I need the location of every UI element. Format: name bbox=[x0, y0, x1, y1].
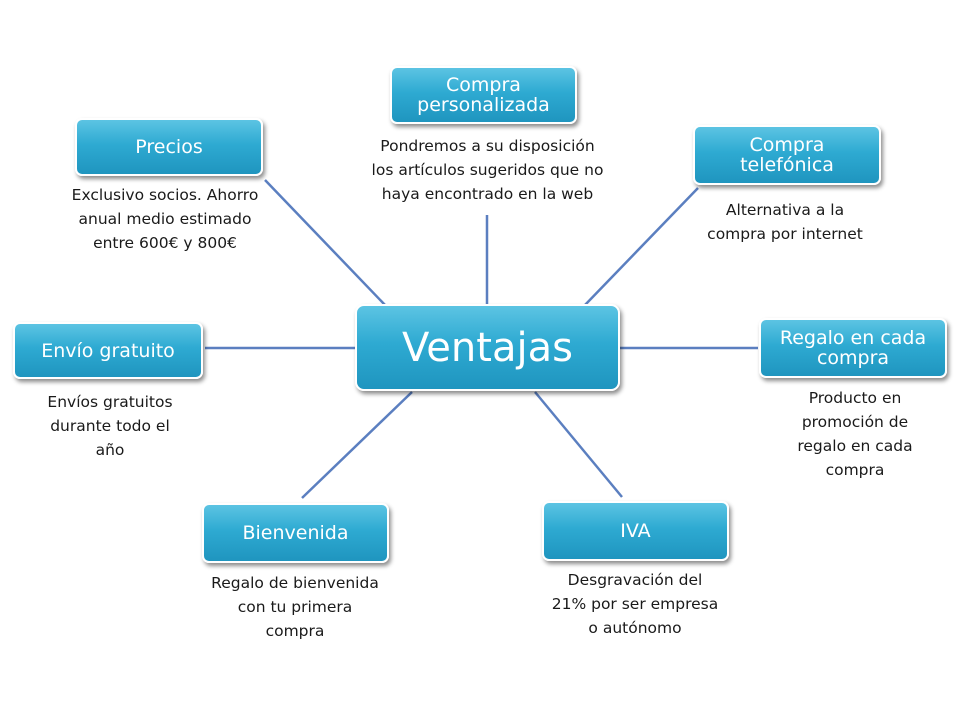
node-bienvenida: Bienvenida bbox=[202, 503, 389, 563]
connector-bienvenida bbox=[301, 391, 413, 499]
node-label: Envío gratuito bbox=[41, 339, 175, 362]
connector-iva bbox=[534, 391, 623, 498]
node-label: Precios bbox=[135, 136, 203, 158]
desc-compra-telefonica: Alternativa a la compra por internet bbox=[707, 201, 863, 243]
center-node-label: Ventajas bbox=[402, 324, 573, 371]
desc-envio-gratuito: Envíos gratuitos durante todo el año bbox=[47, 393, 173, 459]
node-label: IVA bbox=[620, 520, 651, 542]
connector-precios bbox=[264, 179, 386, 306]
desc-bienvenida: Regalo de bienvenida con tu primera comp… bbox=[211, 574, 379, 640]
node-label: Bienvenida bbox=[242, 522, 349, 544]
desc-compra-personalizada: Pondremos a su disposición los artículos… bbox=[371, 137, 604, 203]
connector-compra-telefonica bbox=[584, 187, 699, 306]
center-node-ventajas: Ventajas bbox=[355, 304, 620, 391]
node-precios: Precios bbox=[75, 118, 263, 176]
node-label: Regalo en cada compra bbox=[779, 327, 927, 369]
desc-iva: Desgravación del 21% por ser empresa o a… bbox=[551, 571, 719, 637]
desc-precios: Exclusivo socios. Ahorro anual medio est… bbox=[71, 186, 259, 252]
node-label: Compra personalizada bbox=[417, 74, 550, 116]
node-envio-gratuito: Envío gratuito bbox=[13, 322, 203, 379]
node-label: Compra telefónica bbox=[740, 134, 834, 176]
desc-regalo-en-cada-compra: Producto en promoción de regalo en cada … bbox=[797, 389, 913, 479]
node-compra-personalizada: Compra personalizada bbox=[390, 66, 577, 124]
node-iva: IVA bbox=[542, 501, 729, 561]
node-compra-telefonica: Compra telefónica bbox=[693, 125, 881, 185]
node-regalo-en-cada-compra: Regalo en cada compra bbox=[759, 318, 947, 378]
